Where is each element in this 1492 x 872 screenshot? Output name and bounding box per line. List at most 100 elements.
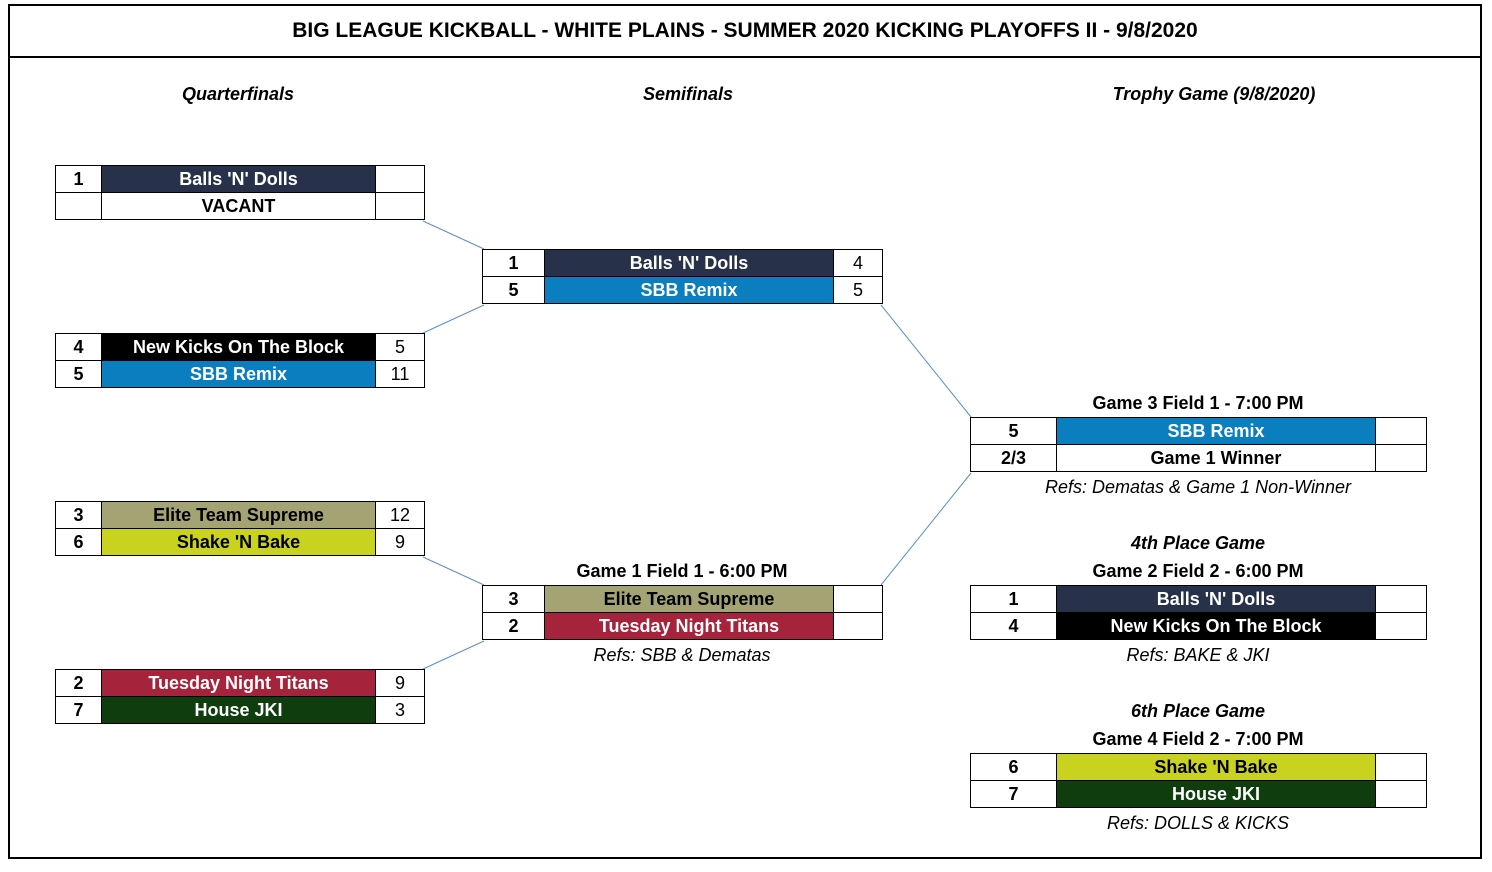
team-cell: VACANT xyxy=(101,192,376,220)
team-cell: House JKI xyxy=(101,696,376,724)
seed-cell: 7 xyxy=(55,696,102,724)
bracket-row: 6 Shake 'N Bake xyxy=(970,753,1427,781)
game-3-label: Game 3 Field 1 - 7:00 PM xyxy=(1092,393,1304,413)
game-4-label: Game 4 Field 2 - 7:00 PM xyxy=(1092,729,1304,749)
bracket-row: 3 Elite Team Supreme xyxy=(482,585,883,613)
bracket-row: 2 Tuesday Night Titans 9 xyxy=(55,669,425,697)
bracket-row: 7 House JKI xyxy=(970,780,1427,808)
score-cell: 11 xyxy=(375,360,425,388)
score-cell: 9 xyxy=(375,669,425,697)
team-cell: Balls 'N' Dolls xyxy=(1056,585,1376,613)
qf-match-1: 1 Balls 'N' Dolls VACANT xyxy=(55,165,425,220)
game-2-refs: Refs: BAKE & JKI xyxy=(1126,645,1270,665)
team-cell: Shake 'N Bake xyxy=(1056,753,1376,781)
game-4-refs: Refs: DOLLS & KICKS xyxy=(1106,813,1290,833)
page-title: BIG LEAGUE KICKBALL - WHITE PLAINS - SUM… xyxy=(10,6,1480,58)
round-header-trophy-game: Trophy Game (9/8/2020) xyxy=(1112,84,1316,104)
connector-line xyxy=(880,472,972,586)
bracket-row: 4 New Kicks On The Block 5 xyxy=(55,333,425,361)
seed-cell: 5 xyxy=(55,360,102,388)
sixth-place-title: 6th Place Game xyxy=(1130,701,1266,721)
score-cell xyxy=(1375,444,1427,472)
score-cell xyxy=(1375,780,1427,808)
sixth-place-match: 6 Shake 'N Bake 7 House JKI xyxy=(970,753,1427,808)
team-cell: Balls 'N' Dolls xyxy=(544,249,834,277)
score-cell: 9 xyxy=(375,528,425,556)
seed-cell: 6 xyxy=(970,753,1057,781)
team-cell: Elite Team Supreme xyxy=(544,585,834,613)
seed-cell: 2 xyxy=(55,669,102,697)
seed-cell: 5 xyxy=(482,276,545,304)
connector-line xyxy=(422,556,485,586)
round-header-semifinals: Semifinals xyxy=(642,84,734,104)
bracket-row: 2/3 Game 1 Winner xyxy=(970,444,1427,472)
qf-match-4: 2 Tuesday Night Titans 9 7 House JKI 3 xyxy=(55,669,425,724)
seed-cell: 2 xyxy=(482,612,545,640)
score-cell xyxy=(1375,753,1427,781)
bracket-row: 3 Elite Team Supreme 12 xyxy=(55,501,425,529)
bracket-row: 4 New Kicks On The Block xyxy=(970,612,1427,640)
seed-cell xyxy=(55,192,102,220)
team-cell: Elite Team Supreme xyxy=(101,501,376,529)
score-cell xyxy=(1375,417,1427,445)
connector-line xyxy=(422,640,485,670)
team-cell: SBB Remix xyxy=(101,360,376,388)
seed-cell: 6 xyxy=(55,528,102,556)
bracket-row: 1 Balls 'N' Dolls xyxy=(970,585,1427,613)
game-1-label: Game 1 Field 1 - 6:00 PM xyxy=(576,561,788,581)
connector-line xyxy=(422,220,485,250)
connector-line xyxy=(880,304,972,418)
seed-cell: 1 xyxy=(970,585,1057,613)
bracket-frame: BIG LEAGUE KICKBALL - WHITE PLAINS - SUM… xyxy=(8,4,1482,859)
score-cell xyxy=(375,192,425,220)
seed-cell: 4 xyxy=(970,612,1057,640)
bracket-row: 2 Tuesday Night Titans xyxy=(482,612,883,640)
trophy-game-match: 5 SBB Remix 2/3 Game 1 Winner xyxy=(970,417,1427,472)
team-cell: New Kicks On The Block xyxy=(1056,612,1376,640)
seed-cell: 3 xyxy=(482,585,545,613)
score-cell xyxy=(1375,612,1427,640)
score-cell: 4 xyxy=(833,249,883,277)
qf-match-2: 4 New Kicks On The Block 5 5 SBB Remix 1… xyxy=(55,333,425,388)
fourth-place-title: 4th Place Game xyxy=(1130,533,1266,553)
game-2-label: Game 2 Field 2 - 6:00 PM xyxy=(1092,561,1304,581)
bracket-row: 1 Balls 'N' Dolls xyxy=(55,165,425,193)
team-cell: Tuesday Night Titans xyxy=(101,669,376,697)
score-cell xyxy=(833,612,883,640)
bracket-row: 1 Balls 'N' Dolls 4 xyxy=(482,249,883,277)
seed-cell: 2/3 xyxy=(970,444,1057,472)
sf-match-1: 1 Balls 'N' Dolls 4 5 SBB Remix 5 xyxy=(482,249,883,304)
seed-cell: 7 xyxy=(970,780,1057,808)
qf-match-3: 3 Elite Team Supreme 12 6 Shake 'N Bake … xyxy=(55,501,425,556)
score-cell: 5 xyxy=(833,276,883,304)
team-cell: Game 1 Winner xyxy=(1056,444,1376,472)
team-cell: New Kicks On The Block xyxy=(101,333,376,361)
bracket-row: 7 House JKI 3 xyxy=(55,696,425,724)
team-cell: Shake 'N Bake xyxy=(101,528,376,556)
bracket-row: 5 SBB Remix 11 xyxy=(55,360,425,388)
bracket-row: VACANT xyxy=(55,192,425,220)
score-cell: 3 xyxy=(375,696,425,724)
score-cell: 5 xyxy=(375,333,425,361)
game-3-refs: Refs: Dematas & Game 1 Non-Winner xyxy=(1045,477,1351,497)
seed-cell: 5 xyxy=(970,417,1057,445)
sf-match-2: 3 Elite Team Supreme 2 Tuesday Night Tit… xyxy=(482,585,883,640)
score-cell xyxy=(833,585,883,613)
score-cell xyxy=(1375,585,1427,613)
bracket-row: 5 SBB Remix xyxy=(970,417,1427,445)
seed-cell: 1 xyxy=(55,165,102,193)
team-cell: SBB Remix xyxy=(1056,417,1376,445)
fourth-place-match: 1 Balls 'N' Dolls 4 New Kicks On The Blo… xyxy=(970,585,1427,640)
seed-cell: 4 xyxy=(55,333,102,361)
connector-line xyxy=(422,304,485,334)
team-cell: Balls 'N' Dolls xyxy=(101,165,376,193)
seed-cell: 1 xyxy=(482,249,545,277)
game-1-refs: Refs: SBB & Dematas xyxy=(593,645,771,665)
team-cell: Tuesday Night Titans xyxy=(544,612,834,640)
seed-cell: 3 xyxy=(55,501,102,529)
score-cell xyxy=(375,165,425,193)
score-cell: 12 xyxy=(375,501,425,529)
bracket-row: 6 Shake 'N Bake 9 xyxy=(55,528,425,556)
team-cell: SBB Remix xyxy=(544,276,834,304)
